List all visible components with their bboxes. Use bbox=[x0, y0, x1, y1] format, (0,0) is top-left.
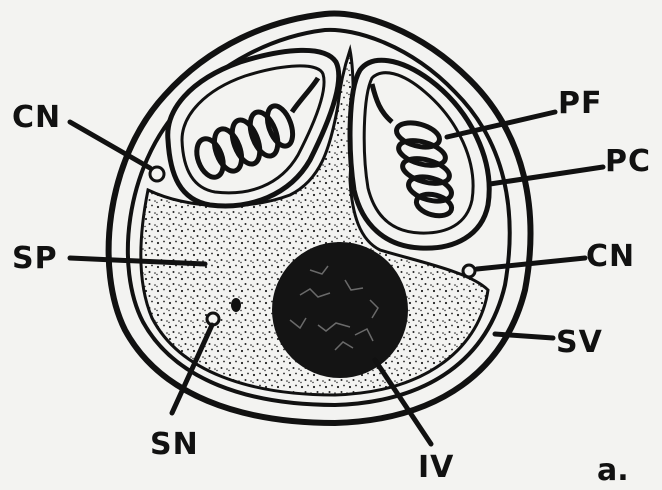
label-iv: IV bbox=[418, 450, 454, 485]
label-cn-right: CN bbox=[586, 239, 635, 274]
label-sn: SN bbox=[150, 427, 199, 462]
label-cn-top: CN bbox=[12, 100, 61, 135]
panel-label: a. bbox=[597, 453, 629, 488]
capsulogenic-nucleus-right bbox=[463, 265, 475, 277]
sporoplasm-nucleus-dot bbox=[231, 298, 241, 312]
iodinophilous-vacuole bbox=[272, 242, 408, 378]
label-sv: SV bbox=[556, 325, 603, 360]
label-pc: PC bbox=[605, 144, 651, 179]
label-pf: PF bbox=[558, 86, 602, 121]
leader-pc bbox=[490, 167, 603, 184]
label-sp: SP bbox=[12, 241, 58, 276]
